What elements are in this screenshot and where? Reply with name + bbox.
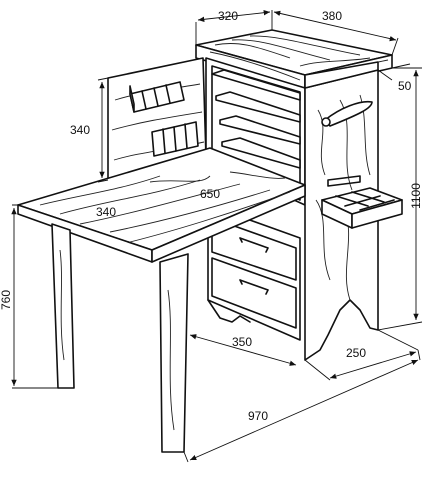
dim-top-width: 380 — [322, 9, 342, 23]
dimension-labels: 320 380 50 340 1100 650 340 760 350 250 … — [0, 9, 423, 423]
parts-bin-upper — [129, 81, 185, 113]
shelf-2 — [215, 91, 301, 123]
side-tray — [321, 175, 403, 229]
shelf-1 — [211, 69, 301, 101]
dim-overhang: 50 — [398, 79, 412, 93]
dim-total-length: 970 — [248, 409, 268, 423]
drawer-stack — [207, 204, 301, 341]
dim-leg-height: 760 — [0, 290, 13, 310]
dim-top-left-depth: 320 — [218, 9, 238, 23]
front-right-leg — [159, 253, 189, 453]
dim-side-width: 250 — [346, 346, 366, 360]
shelf-4 — [221, 137, 301, 169]
tabletop — [17, 147, 306, 263]
parts-bin-lower — [151, 121, 199, 157]
dim-table-width: 650 — [200, 187, 220, 201]
front-left-leg — [51, 223, 75, 389]
dim-table-depth: 340 — [96, 205, 116, 219]
dim-total-height: 1100 — [409, 183, 423, 209]
hanging-tool-hook — [321, 100, 373, 127]
back-panel — [107, 57, 207, 181]
drawer-upper — [211, 217, 297, 281]
dimension-lines — [11, 10, 423, 463]
dim-panel-height: 340 — [70, 123, 90, 137]
shelf-3 — [219, 115, 301, 145]
drawer-lower — [211, 257, 297, 329]
dim-cabinet-depth: 350 — [232, 335, 252, 349]
